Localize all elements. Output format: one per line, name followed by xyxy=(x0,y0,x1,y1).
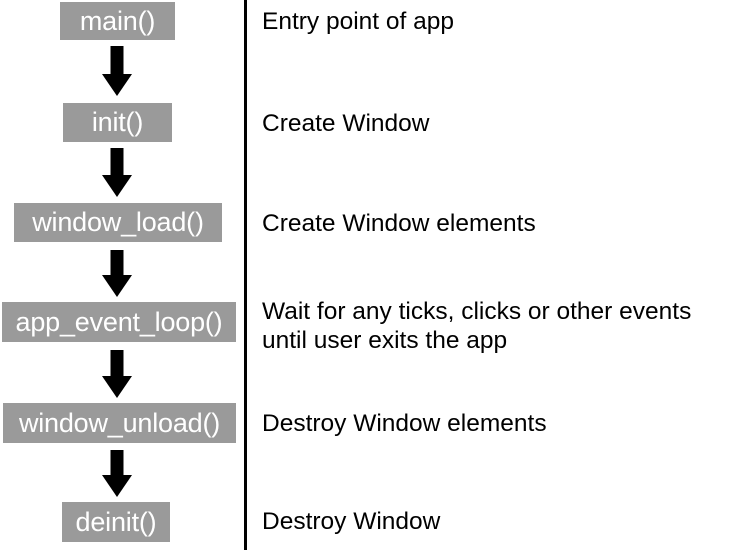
arrow-head-icon xyxy=(102,475,132,497)
node-app-event-loop-label: app_event_loop() xyxy=(15,306,223,337)
node-main-label: main() xyxy=(79,5,156,36)
arrow-shaft xyxy=(110,148,124,175)
description-main: Entry point of app xyxy=(262,8,455,35)
arrow-shaft xyxy=(110,350,124,376)
arrow-shaft xyxy=(110,250,124,275)
node-app-event-loop[interactable]: app_event_loop() xyxy=(2,302,236,342)
description-init: Create Window xyxy=(262,110,430,137)
description-window-unload: Destroy Window elements xyxy=(262,410,547,437)
node-window-load[interactable]: window_load() xyxy=(14,203,222,242)
arrow-init-to-window-load xyxy=(102,148,132,197)
node-window-unload[interactable]: window_unload() xyxy=(3,403,236,443)
arrow-shaft xyxy=(110,46,124,74)
arrow-window-load-to-app-event-loop xyxy=(102,250,132,297)
description-deinit: Destroy Window xyxy=(262,508,441,535)
arrow-window-unload-to-deinit xyxy=(102,450,132,497)
arrow-app-event-loop-to-window-unload xyxy=(102,350,132,398)
description-app-event-loop: Wait for any ticks, clicks or other even… xyxy=(262,298,692,354)
node-window-load-label: window_load() xyxy=(32,207,204,237)
arrow-head-icon xyxy=(102,74,132,96)
node-main[interactable]: main() xyxy=(60,2,175,40)
arrow-main-to-init xyxy=(102,46,132,96)
node-init[interactable]: init() xyxy=(63,103,172,142)
node-init-label: init() xyxy=(91,107,144,137)
node-deinit[interactable]: deinit() xyxy=(62,502,170,542)
arrow-shaft xyxy=(110,450,124,475)
column-divider xyxy=(244,0,247,550)
description-window-load: Create Window elements xyxy=(262,210,536,237)
arrow-head-icon xyxy=(102,175,132,197)
node-deinit-label: deinit() xyxy=(75,506,157,537)
arrow-head-icon xyxy=(102,275,132,297)
node-window-unload-label: window_unload() xyxy=(18,407,221,438)
arrow-head-icon xyxy=(102,376,132,398)
